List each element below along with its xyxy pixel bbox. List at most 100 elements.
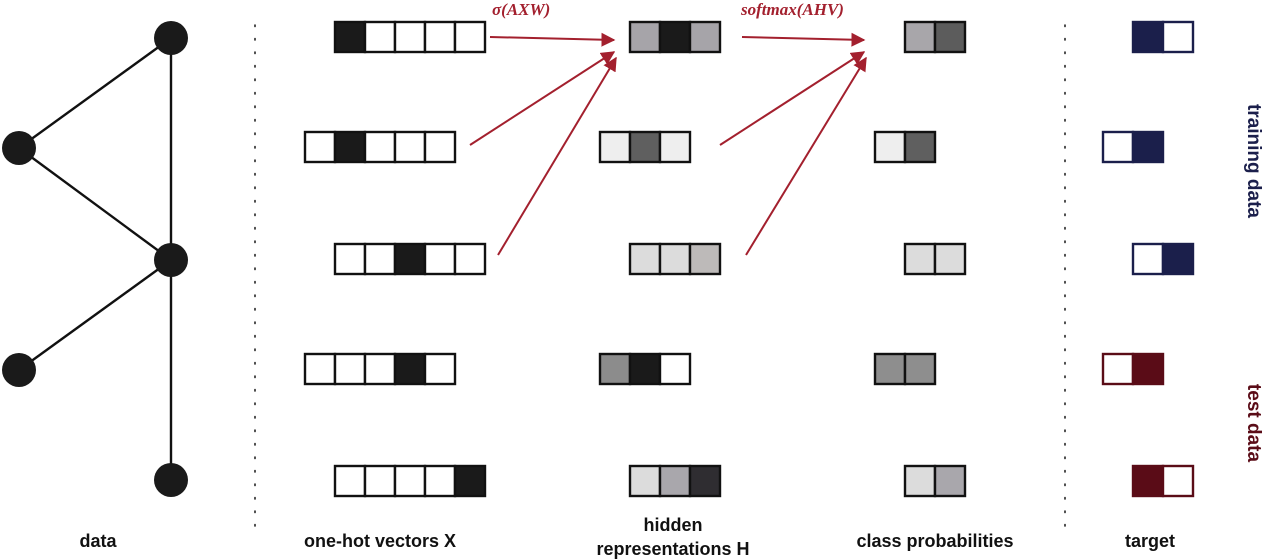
onehot-cell — [453, 20, 487, 54]
graph-edge — [18, 37, 172, 149]
probs-cell — [903, 20, 937, 54]
column-label-onehot: one-hot vectors X — [303, 531, 457, 551]
onehot-cell — [453, 242, 487, 276]
target-vector-4 — [1101, 352, 1165, 386]
onehot-cell — [363, 242, 397, 276]
hidden-cell — [658, 130, 692, 164]
onehot-cell — [363, 464, 397, 498]
probs-cell — [873, 130, 907, 164]
onehot-cell — [423, 20, 457, 54]
layer2-operation: softmax(AHV) — [741, 0, 844, 19]
onehot-cell — [393, 130, 427, 164]
hidden-cell — [658, 242, 692, 276]
graph-node-3 — [154, 243, 188, 277]
column-label-data: data — [79, 531, 117, 551]
hidden-cell — [628, 20, 662, 54]
onehot-cell — [393, 464, 427, 498]
target-cell — [1131, 352, 1165, 386]
layer1-operation: σ(AXW) — [492, 0, 551, 19]
propagation-arrow — [741, 32, 866, 47]
probs-cell — [933, 464, 967, 498]
target-cell — [1131, 130, 1165, 164]
hidden-vector-4 — [598, 352, 692, 386]
graph-edge — [18, 259, 172, 371]
onehot-cell — [363, 130, 397, 164]
probs-vector-1 — [903, 20, 967, 54]
column-label-hidden-1: hidden — [643, 515, 703, 535]
graph-edge — [18, 147, 172, 261]
onehot-cell — [393, 242, 427, 276]
target-cell — [1101, 352, 1135, 386]
probs-cell — [903, 242, 937, 276]
onehot-cell — [303, 352, 337, 386]
hidden-cell — [658, 20, 692, 54]
probs-cell — [933, 20, 967, 54]
dividers — [254, 24, 1066, 529]
hidden-cell — [598, 352, 632, 386]
hidden-vector-5 — [628, 464, 722, 498]
onehot-cell — [333, 464, 367, 498]
column-label-probs: class probabilities — [856, 531, 1014, 551]
target-vector-2 — [1101, 130, 1165, 164]
propagation-arrow — [497, 56, 617, 256]
propagation-arrow — [745, 56, 867, 256]
hidden-cell — [628, 464, 662, 498]
onehot-cell — [423, 464, 457, 498]
hidden-cell — [628, 242, 662, 276]
onehot-vector-5 — [333, 464, 487, 498]
hidden-cell — [658, 352, 692, 386]
hidden-vector-3 — [628, 242, 722, 276]
hidden-cell — [658, 464, 692, 498]
graph-node-1 — [154, 21, 188, 55]
target-cell — [1131, 20, 1165, 54]
graph-node-5 — [154, 463, 188, 497]
graph-node-2 — [2, 131, 36, 165]
onehot-cell — [423, 352, 457, 386]
hidden-cell — [688, 242, 722, 276]
column-label-hidden-2: representations H — [596, 539, 750, 559]
probs-cell — [873, 352, 907, 386]
onehot-cell — [393, 352, 427, 386]
onehot-cell — [333, 352, 367, 386]
propagation-arrow — [469, 51, 616, 146]
target-vector-1 — [1131, 20, 1195, 54]
probs-cell — [933, 242, 967, 276]
propagation-arrow — [719, 51, 866, 146]
onehot-vector-2 — [303, 130, 457, 164]
target-cell — [1161, 464, 1195, 498]
column-label-target: target — [1124, 531, 1175, 551]
target-vector-5 — [1131, 464, 1195, 498]
target-cell — [1161, 242, 1195, 276]
graph-node-4 — [2, 353, 36, 387]
hidden-vector-1 — [628, 20, 722, 54]
hidden-vector-2 — [598, 130, 692, 164]
target-cell — [1101, 130, 1135, 164]
onehot-cell — [423, 130, 457, 164]
hidden-cell — [628, 352, 662, 386]
probs-cell — [903, 464, 937, 498]
onehot-vector-1 — [333, 20, 487, 54]
onehot-vector-4 — [303, 352, 457, 386]
probs-cell — [903, 352, 937, 386]
target-vector-3 — [1131, 242, 1195, 276]
hidden-cell — [628, 130, 662, 164]
probs-vector-4 — [873, 352, 937, 386]
hidden-cell — [688, 464, 722, 498]
onehot-cell — [303, 130, 337, 164]
hidden-cell — [598, 130, 632, 164]
test-data-label: test data — [1243, 383, 1263, 463]
onehot-cell — [363, 20, 397, 54]
training-data-label: training data — [1243, 103, 1263, 218]
target-cell — [1131, 242, 1165, 276]
onehot-cell — [423, 242, 457, 276]
probs-vector-5 — [903, 464, 967, 498]
probs-cell — [903, 130, 937, 164]
hidden-cell — [688, 20, 722, 54]
probs-vector-3 — [903, 242, 967, 276]
graph-nodes — [2, 21, 188, 497]
probs-vector-2 — [873, 130, 937, 164]
target-cell — [1131, 464, 1165, 498]
target-cell — [1161, 20, 1195, 54]
onehot-cell — [453, 464, 487, 498]
